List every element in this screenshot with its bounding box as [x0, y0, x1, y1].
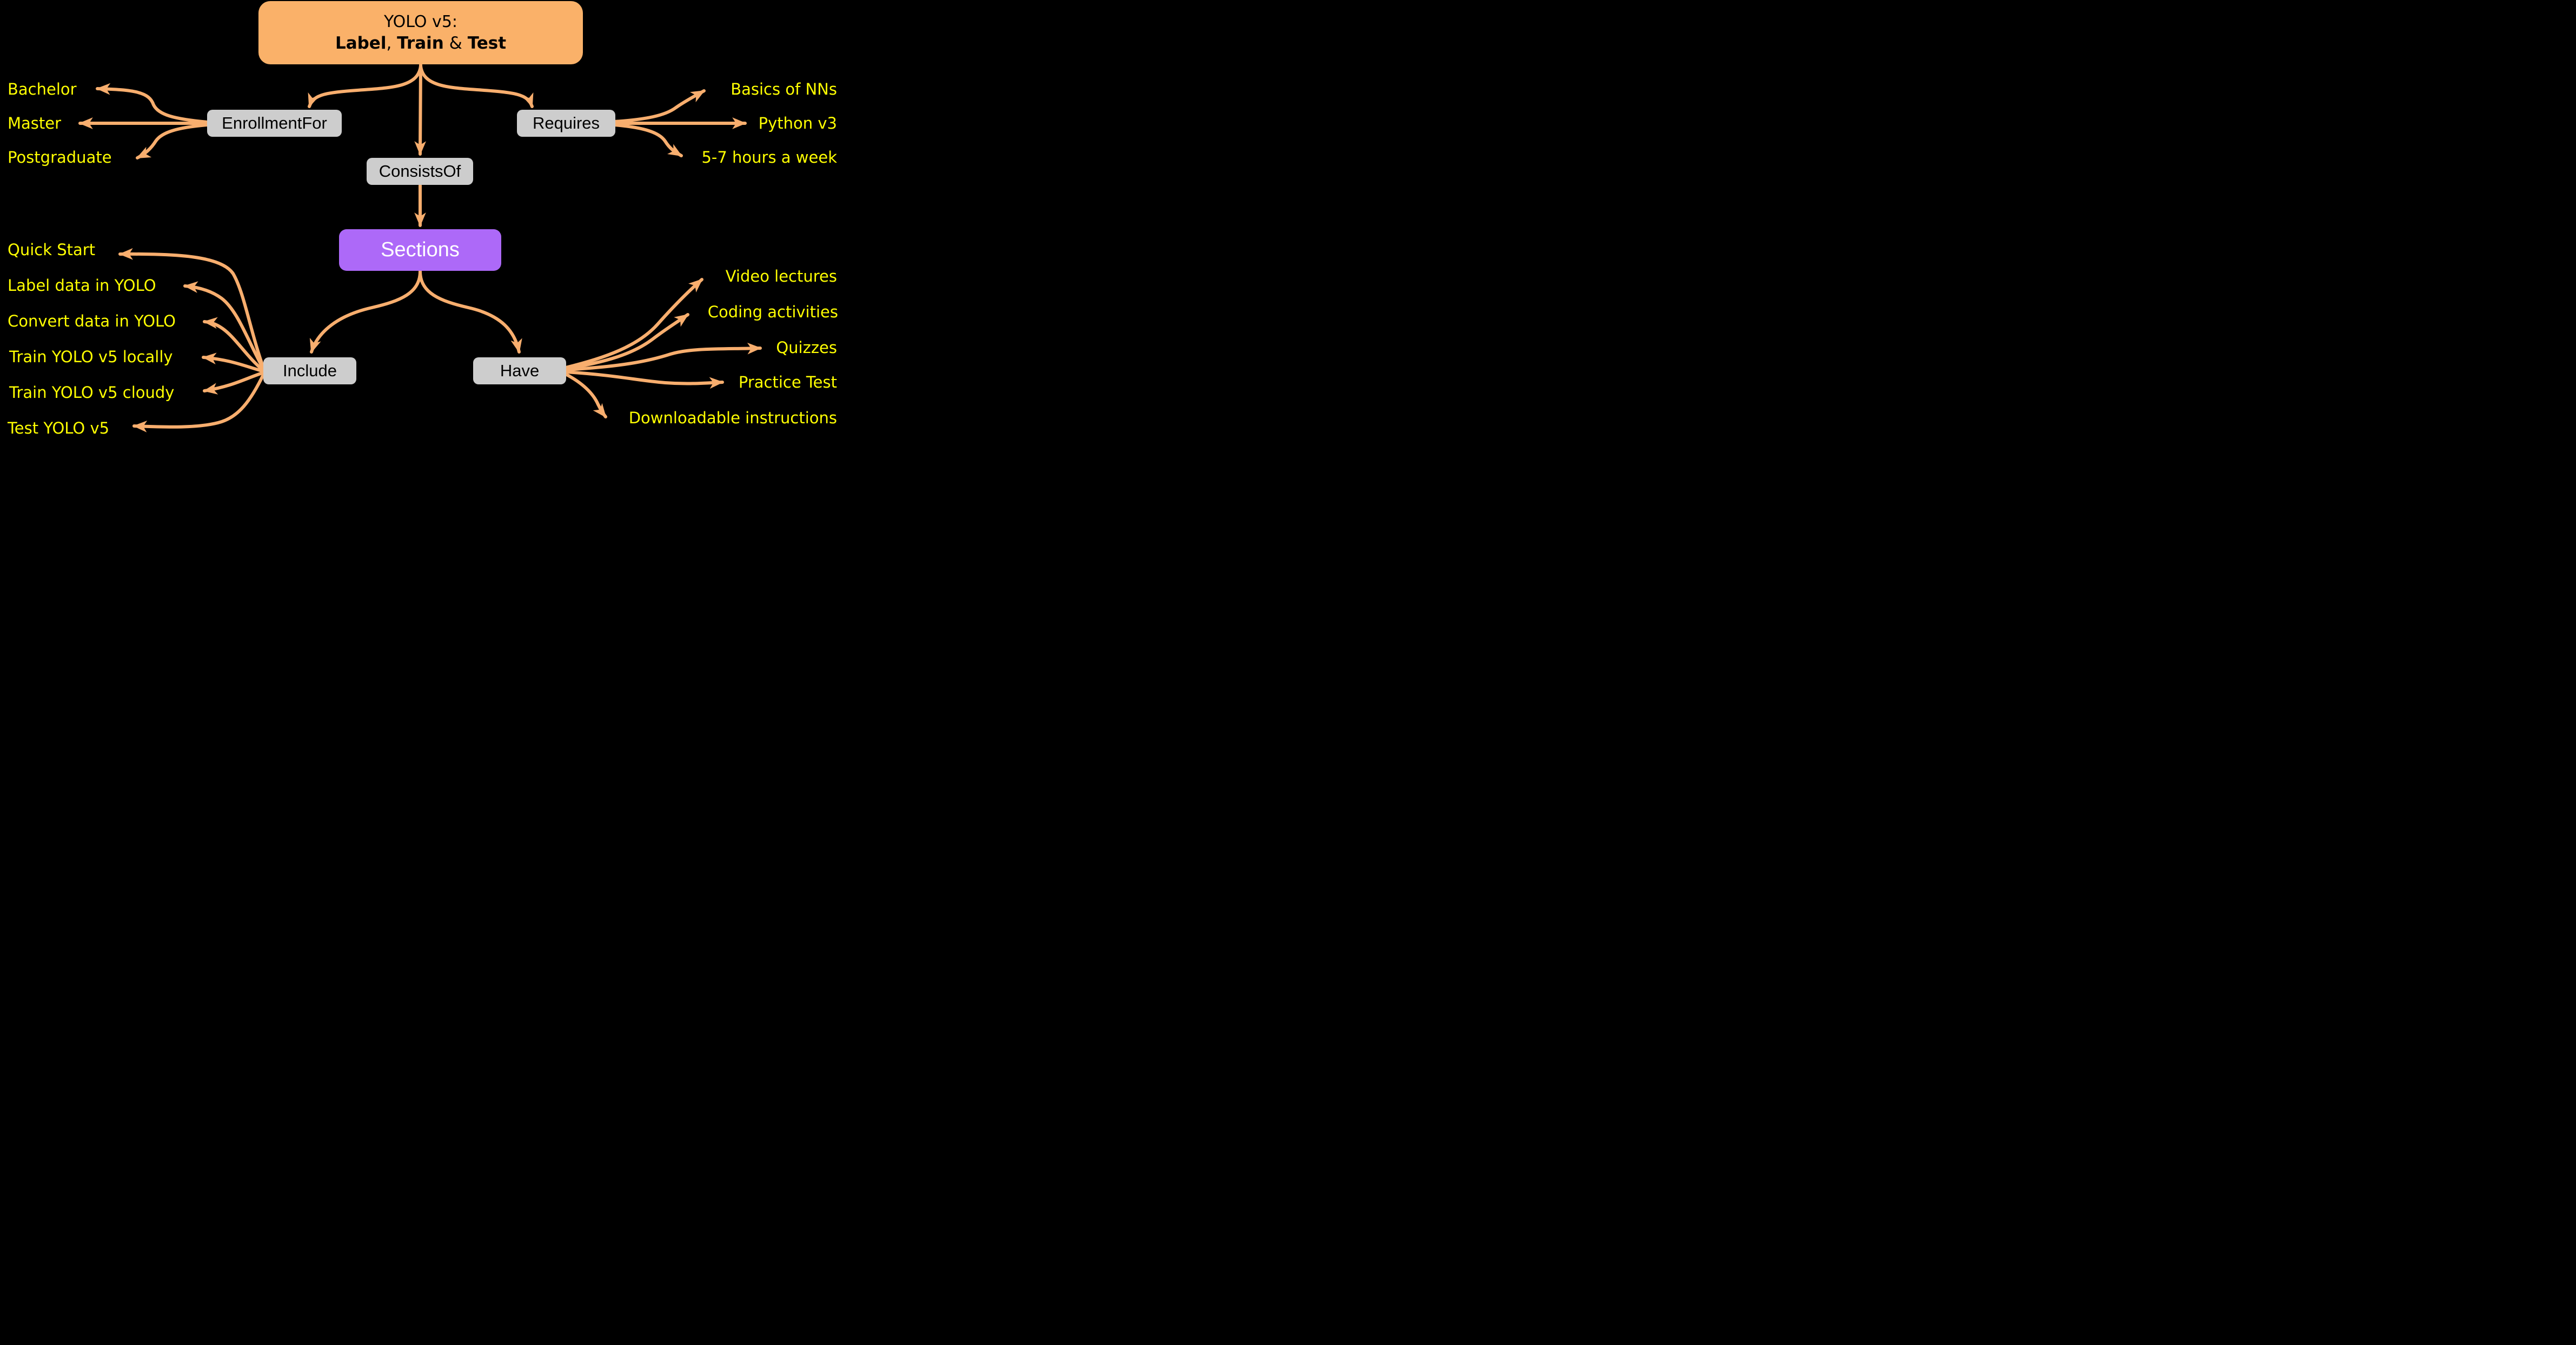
leaf-master: Master	[8, 114, 62, 132]
leaf-train-yolo-v5-locally: Train YOLO v5 locally	[9, 348, 173, 366]
relation-node-requires: Requires	[517, 110, 615, 137]
leaf-postgraduate: Postgraduate	[8, 148, 112, 167]
leaf-convert-data-in-yolo: Convert data in YOLO	[8, 312, 176, 330]
root-title-part: Train	[397, 33, 444, 53]
root-title-part: Test	[467, 33, 507, 53]
edge-have-video-lectures	[564, 278, 703, 369]
relation-node-have: Have	[473, 357, 566, 384]
leaf-5-7-hours-a-week: 5-7 hours a week	[701, 148, 837, 167]
edge-enrollmentfor-bachelor	[96, 83, 209, 124]
connector-layer	[78, 63, 762, 432]
leaf-quizzes: Quizzes	[776, 338, 837, 357]
leaf-test-yolo-v5: Test YOLO v5	[8, 419, 110, 437]
leaf-basics-of-nns: Basics of NNs	[731, 80, 837, 98]
edge-have-downloadable	[564, 372, 607, 418]
edge-have-coding-activities	[564, 313, 689, 370]
root-node-yolo-v5: YOLO v5: Label, Train & Test	[258, 1, 583, 64]
relation-node-consistsof: ConsistsOf	[367, 158, 473, 185]
edge-have-practice-test	[564, 370, 724, 389]
edge-sections-include	[309, 270, 422, 354]
edge-requires-basics-of-nns	[613, 89, 706, 123]
root-title-part: Label	[335, 33, 387, 53]
edge-include-quick-start	[118, 248, 265, 371]
edge-have-quizzes	[564, 342, 762, 371]
edge-include-train-locally	[202, 352, 265, 373]
relation-node-enrollmentfor: EnrollmentFor	[207, 110, 342, 137]
leaf-downloadable-instructions: Downloadable instructions	[628, 409, 837, 427]
edge-sections-have	[419, 270, 522, 354]
section-node-sections: Sections	[339, 229, 501, 271]
edge-root-requires	[419, 64, 534, 108]
edge-root-enrollmentfor	[308, 64, 422, 108]
relation-node-include: Include	[263, 357, 356, 384]
root-title-part: ,	[386, 33, 397, 53]
edge-requires-hours	[613, 123, 683, 157]
root-title-line1: YOLO v5:	[383, 12, 458, 31]
edge-include-convert-data	[203, 317, 265, 372]
leaf-bachelor: Bachelor	[8, 80, 77, 98]
leaf-python-v3: Python v3	[758, 114, 837, 132]
root-title-part: &	[443, 33, 468, 53]
edge-include-label-data	[183, 281, 265, 371]
edge-root-consistsof	[414, 63, 426, 156]
edge-include-train-cloudy	[203, 371, 265, 395]
leaf-train-yolo-v5-cloudy: Train YOLO v5 cloudy	[9, 383, 175, 402]
leaf-coding-activities: Coding activities	[707, 303, 838, 321]
leaf-practice-test: Practice Test	[738, 373, 837, 391]
leaf-video-lectures: Video lectures	[725, 267, 837, 285]
edge-include-test-yolo	[132, 372, 265, 432]
mindmap-canvas: YOLO v5: Label, Train & Test EnrollmentF…	[0, 0, 848, 443]
root-title-line2: Label, Train & Test	[335, 32, 506, 54]
leaf-label-data-in-yolo: Label data in YOLO	[8, 276, 156, 295]
edge-enrollmentfor-postgraduate	[136, 123, 209, 159]
leaf-quick-start: Quick Start	[8, 241, 96, 259]
